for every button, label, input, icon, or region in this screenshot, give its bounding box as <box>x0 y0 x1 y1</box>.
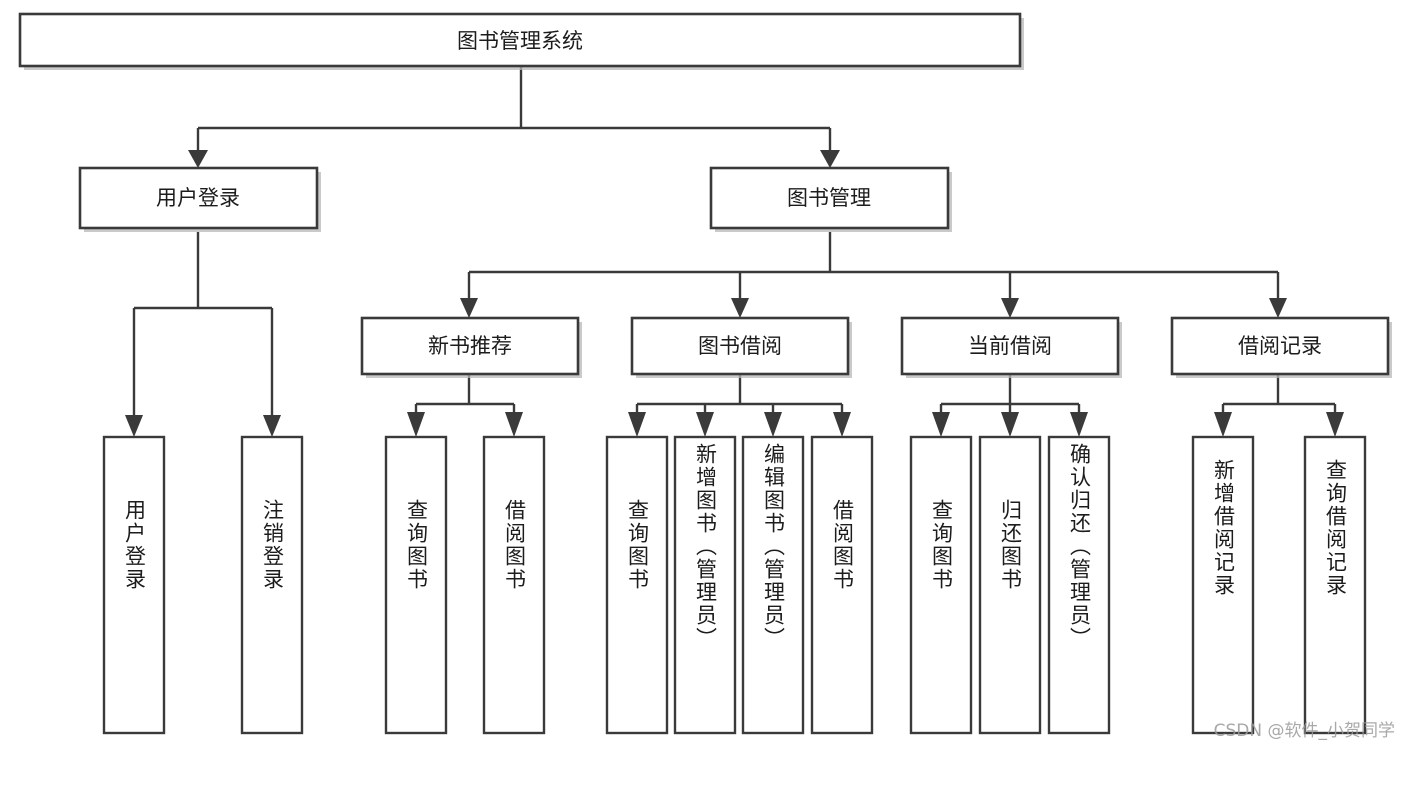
node-borrow-record[interactable]: 借阅记录 <box>1170 316 1392 378</box>
arrowhead-bb-leaf-3 <box>764 412 782 437</box>
leaf-box-bb-borrow-book[interactable] <box>810 435 874 735</box>
arrowhead-borrow-record <box>1269 298 1287 318</box>
node-user-login[interactable]: 用户登录 <box>78 166 321 232</box>
borrow-record-label: 借阅记录 <box>1238 334 1322 358</box>
leaf-box-bb-add-book[interactable] <box>673 435 737 735</box>
new-book-rec-label: 新书推荐 <box>428 334 512 358</box>
root-box[interactable] <box>18 12 1022 68</box>
node-root[interactable]: 图书管理系统 <box>18 12 1024 70</box>
node-book-borrow[interactable]: 图书借阅 <box>630 316 852 378</box>
leaf-box-br-add-record[interactable] <box>1191 435 1255 735</box>
arrowhead-bb-leaf-4 <box>833 412 851 437</box>
current-borrow-label: 当前借阅 <box>968 334 1052 358</box>
book-borrow-label: 图书借阅 <box>698 334 782 358</box>
arrowhead-cb-leaf-3 <box>1070 412 1088 437</box>
leaf-box-nbr-borrow-book[interactable] <box>482 435 546 735</box>
arrowhead-nbr-leaf-1 <box>407 412 425 437</box>
leaf-box-user-login[interactable] <box>102 435 166 735</box>
connector-layer <box>125 66 1344 437</box>
arrowhead-new-book-rec <box>460 298 478 318</box>
leaf-box-br-query-record[interactable] <box>1303 435 1367 735</box>
borrow-record-box[interactable] <box>1170 316 1390 376</box>
leaf-box-bb-edit-book[interactable] <box>741 435 805 735</box>
book-mgmt-box[interactable] <box>709 166 950 230</box>
arrowhead-bb-leaf-2 <box>696 412 714 437</box>
arrowhead-book-mgmt <box>820 150 840 168</box>
user-login-box[interactable] <box>78 166 319 230</box>
user-login-label: 用户登录 <box>156 186 240 210</box>
arrowhead-leaf-user-login <box>125 415 143 437</box>
leaf-box-cb-confirm-return[interactable] <box>1047 435 1111 735</box>
current-borrow-box[interactable] <box>900 316 1120 376</box>
diagram-canvas: 图书管理系统 用户登录 图书管理 新书推荐 图书借阅 当前借阅 <box>18 12 1395 741</box>
leaf-box-layer <box>102 435 1367 735</box>
leaf-box-nbr-query-book[interactable] <box>384 435 448 735</box>
arrowhead-br-leaf-1 <box>1214 412 1232 437</box>
book-borrow-box[interactable] <box>630 316 850 376</box>
node-new-book-recommend[interactable]: 新书推荐 <box>360 316 582 378</box>
arrowhead-book-borrow <box>731 298 749 318</box>
book-mgmt-label: 图书管理 <box>787 186 871 210</box>
tree-diagram-svg: 图书管理系统 用户登录 图书管理 新书推荐 图书借阅 当前借阅 <box>18 12 1392 735</box>
leaf-box-bb-query-book[interactable] <box>605 435 669 735</box>
arrowhead-bb-leaf-1 <box>628 412 646 437</box>
arrowhead-cb-leaf-1 <box>932 412 950 437</box>
arrowhead-nbr-leaf-2 <box>505 412 523 437</box>
root-label: 图书管理系统 <box>457 29 583 53</box>
arrowhead-user-login <box>188 150 208 168</box>
node-book-management[interactable]: 图书管理 <box>709 166 952 232</box>
arrowhead-current-borrow <box>1001 298 1019 318</box>
leaf-box-cb-query-book[interactable] <box>909 435 973 735</box>
node-current-borrow[interactable]: 当前借阅 <box>900 316 1122 378</box>
arrowhead-cb-leaf-2 <box>1001 412 1019 437</box>
leaf-box-logout[interactable] <box>240 435 304 735</box>
arrowhead-leaf-logout <box>263 415 281 437</box>
leaf-box-cb-return-book[interactable] <box>978 435 1042 735</box>
new-book-rec-box[interactable] <box>360 316 580 376</box>
arrowhead-br-leaf-2 <box>1326 412 1344 437</box>
